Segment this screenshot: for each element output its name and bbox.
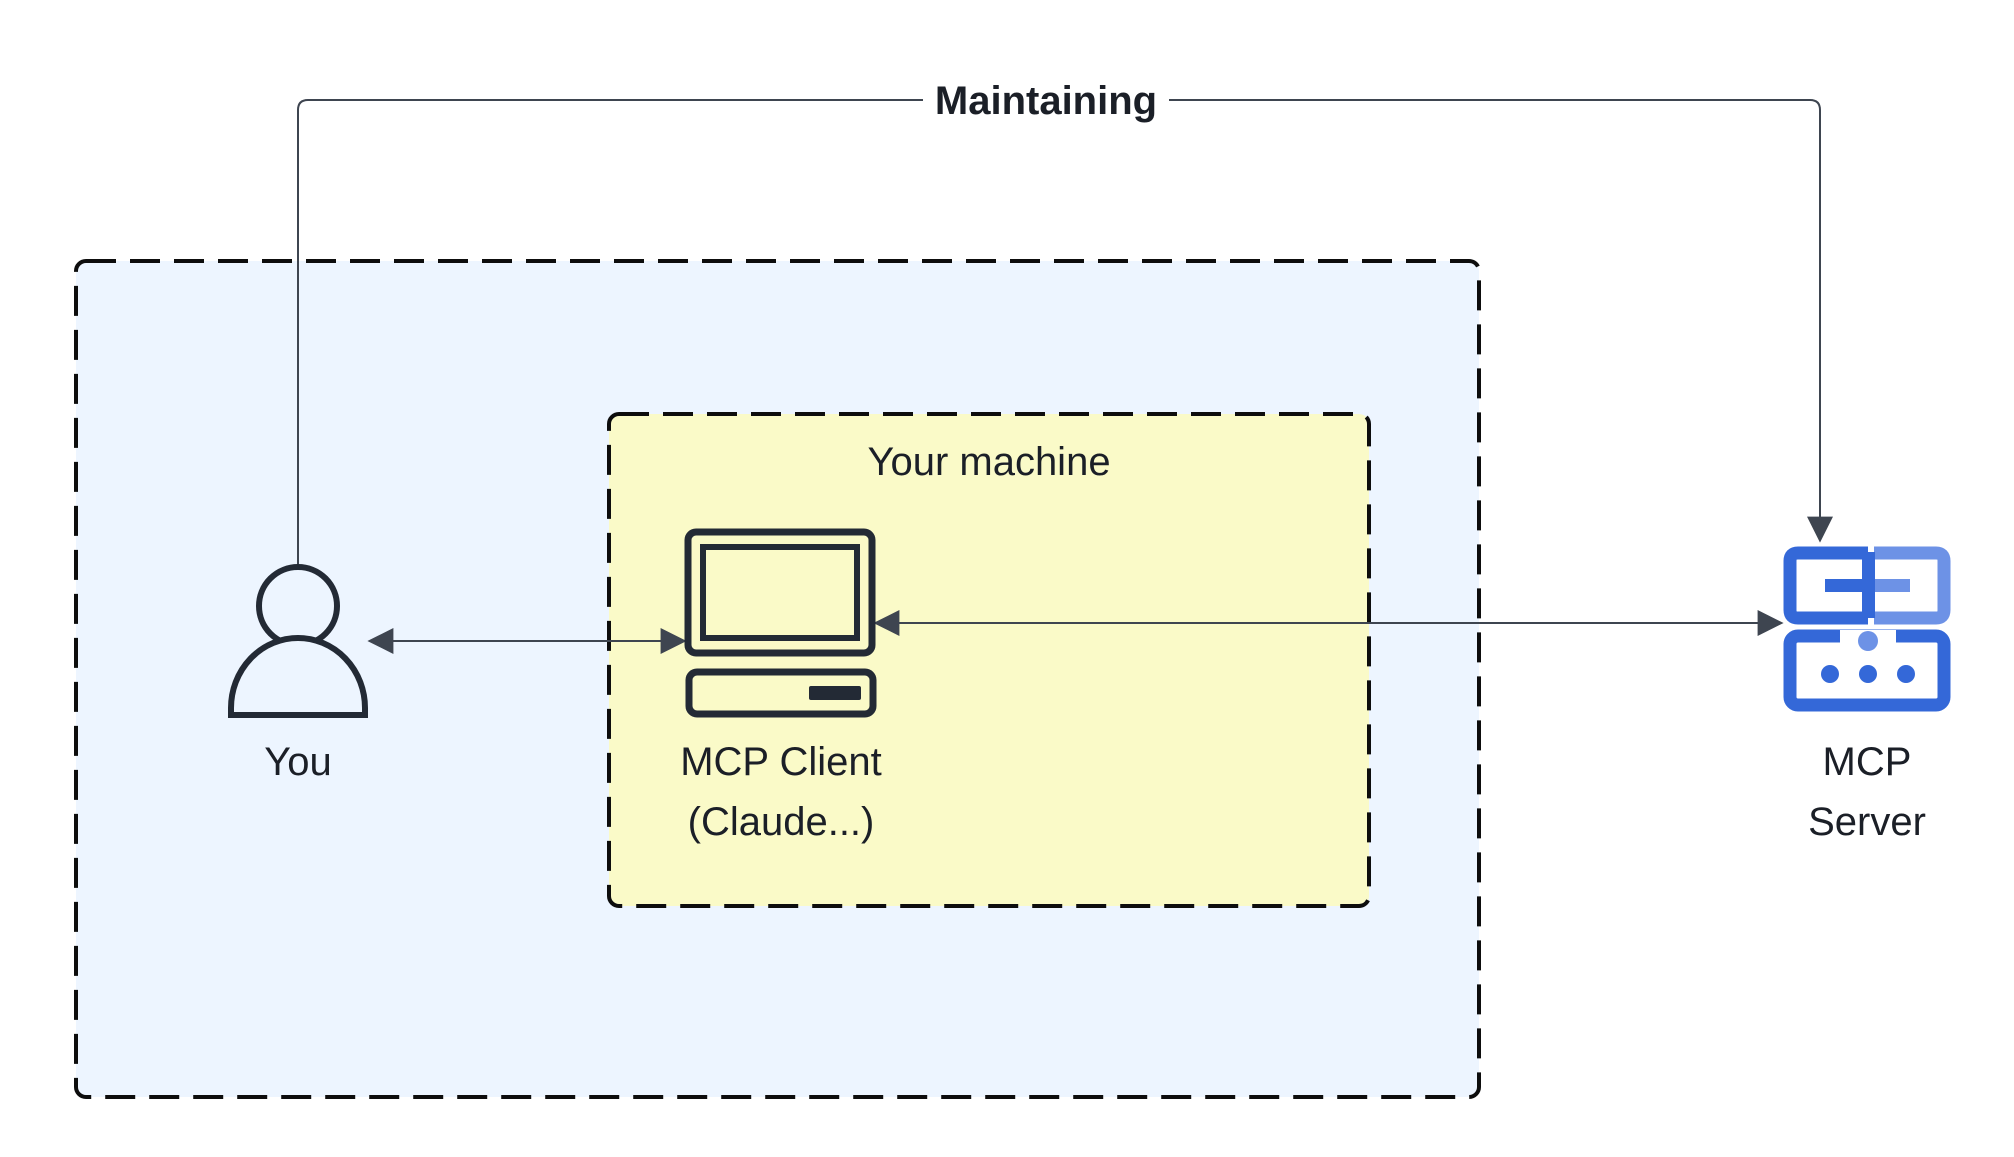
server-label-line2: Server	[1808, 800, 1926, 844]
machine-boundary	[607, 412, 1371, 908]
computer-icon	[684, 528, 877, 718]
server-label-line1: MCP	[1823, 740, 1912, 784]
user-icon	[228, 564, 368, 718]
maintaining-label-bg	[923, 76, 1169, 124]
you-label: You	[264, 740, 332, 784]
client-label-line1: MCP Client	[680, 740, 882, 784]
machine-boundary-label: Your machine	[867, 440, 1110, 484]
server-icon	[1783, 546, 1951, 712]
maintaining-edge-label: Maintaining	[935, 79, 1157, 123]
client-label-line2: (Claude...)	[688, 800, 875, 844]
